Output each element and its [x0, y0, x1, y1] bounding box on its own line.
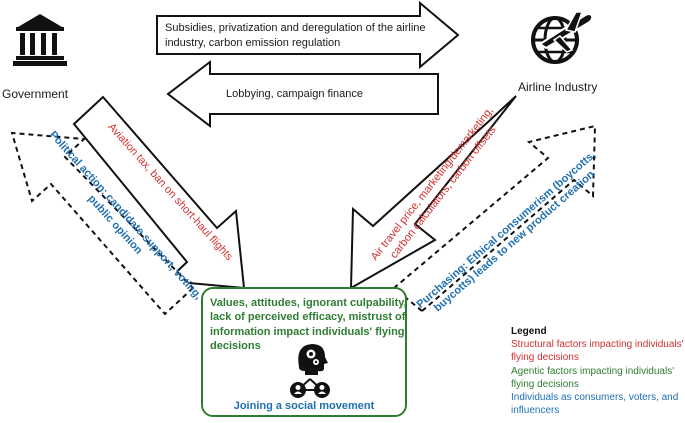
government-label: Government — [2, 87, 69, 101]
subsidies-label-line1: Subsidies, privatization and deregulatio… — [165, 22, 426, 34]
legend-agentic: Agentic factors impacting individuals' f… — [511, 365, 675, 390]
arrow-air-travel — [349, 95, 517, 290]
government-icon — [13, 14, 67, 66]
legend-title: Legend — [511, 326, 547, 337]
legend: Legend Structural factors impacting indi… — [511, 325, 685, 417]
legend-individuals: Individuals as consumers, voters, and in… — [511, 391, 679, 417]
arrow-aviation-tax — [72, 95, 246, 290]
arrow-political-action — [10, 131, 195, 316]
people-network-icon — [290, 378, 330, 398]
airline-industry-label: Airline Industry — [518, 80, 598, 94]
head-gears-icon — [298, 344, 328, 375]
legend-structural: Structural factors impacting individuals… — [511, 339, 684, 364]
individual-factors-text: Values, attitudes, ignorant culpability,… — [210, 297, 407, 352]
arrow-lobbying — [166, 59, 439, 129]
social-movement-label: Joining a social movement — [233, 400, 375, 412]
lobbying-label: Lobbying, campaign finance — [226, 88, 363, 100]
person-network-icon — [290, 344, 330, 398]
individual-decisions-box: Values, attitudes, ignorant culpability,… — [201, 287, 407, 417]
arrow-subsidies — [156, 0, 460, 70]
globe-airplane-icon — [531, 11, 594, 64]
subsidies-label-line2: industry, carbon emission regulation — [165, 37, 341, 49]
arrow-purchasing — [392, 124, 597, 313]
